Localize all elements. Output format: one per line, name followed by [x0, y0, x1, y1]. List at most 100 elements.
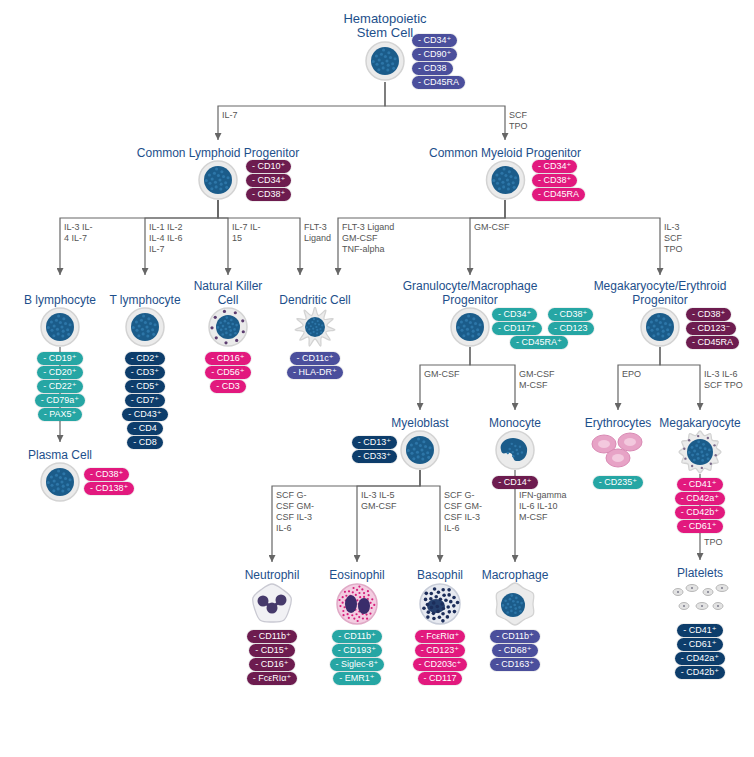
cytokine-label: GM-CSF M-CSF [519, 369, 555, 390]
illustration-shape [472, 330, 475, 333]
cytokine-label: IL-7 IL-15 [232, 222, 261, 243]
cell-name: Common Myeloid Progenitor [429, 146, 581, 160]
illustration-shape [394, 57, 397, 60]
illustration-shape [353, 617, 355, 619]
illustration-shape [701, 467, 703, 469]
lineage-arrow [60, 200, 218, 275]
illustration-shape [697, 457, 700, 460]
illustration-shape [137, 334, 140, 337]
illustration-shape [357, 620, 359, 622]
illustration-shape [653, 324, 656, 327]
illustration-shape [50, 484, 53, 487]
cell-illustration [322, 582, 392, 626]
illustration-shape [221, 333, 224, 336]
illustration-shape [691, 465, 693, 467]
illustration-shape [716, 585, 728, 592]
illustration-shape [295, 307, 335, 346]
lineage-arrow [385, 82, 505, 140]
illustration-shape [430, 606, 434, 610]
illustration-shape [432, 601, 436, 605]
illustration-shape [209, 308, 247, 346]
illustration-shape [451, 308, 489, 346]
marker-text: - CD11b⁺ [253, 631, 291, 641]
illustration-shape [401, 431, 439, 469]
illustration-shape [342, 610, 344, 612]
illustration-shape [697, 440, 700, 443]
cell-node: T lymphocyte [105, 275, 185, 347]
marker-text: - PAX5⁺ [44, 409, 77, 419]
lineage-arrow [470, 200, 505, 275]
illustration-shape [210, 326, 213, 329]
illustration-shape [258, 596, 269, 607]
marker-text: - CD41⁺ [683, 625, 716, 635]
illustration-shape [363, 596, 365, 598]
marker-pill: - CD138⁺ [84, 482, 134, 495]
illustration-shape [486, 161, 524, 199]
marker-pill: - CD68⁺ [492, 644, 537, 657]
illustration-shape [306, 326, 308, 328]
marker-text: - CD123 [554, 323, 588, 333]
illustration-shape [241, 319, 244, 322]
illustration-shape [234, 332, 237, 335]
illustration-shape [361, 588, 363, 590]
marker-text: - CD14⁺ [498, 477, 531, 487]
cytokine-label: FLT-3 Ligand GM-CSF TNF-alpha [342, 222, 394, 254]
marker-text: - CD61⁺ [683, 521, 716, 531]
illustration-shape [520, 602, 523, 605]
illustration-shape [406, 436, 434, 464]
illustration-shape [308, 328, 310, 330]
illustration-shape [230, 319, 233, 322]
cell-illustration [408, 582, 472, 626]
marker-pill: - EMR1⁺ [333, 672, 380, 685]
illustration-shape [366, 42, 404, 80]
illustration-shape [366, 618, 368, 620]
cell-name: Neutrophil [245, 568, 300, 582]
marker-text: - CD68⁺ [498, 645, 531, 655]
marker-pill: - CD34⁺ [532, 160, 577, 173]
marker-text: - CD15⁺ [255, 645, 288, 655]
illustration-shape [377, 68, 380, 71]
illustration-shape [151, 328, 154, 331]
marker-pill: - CD45RA⁺ [510, 336, 568, 349]
illustration-shape [510, 606, 513, 609]
illustration-shape [441, 619, 445, 623]
cytokine-label: TPO [704, 537, 723, 547]
lineage-arrow [218, 82, 385, 140]
illustration-shape [432, 612, 436, 616]
marker-text: - Siglec-8⁺ [336, 659, 379, 669]
illustration-shape [135, 320, 138, 323]
illustration-shape [447, 588, 451, 592]
cytokine-label-box: IL-1 IL-2 IL-4 IL-6 IL-7 [149, 222, 191, 255]
illustration-shape [209, 308, 247, 346]
marker-text: - CD34⁺ [498, 309, 531, 319]
marker-pill: - CD19⁺ [37, 352, 82, 365]
marker-text: - CD34⁺ [252, 175, 285, 185]
cytokine-label: EPO [622, 369, 641, 379]
illustration-shape [495, 182, 498, 185]
marker-text: - CD33⁺ [358, 451, 391, 461]
cell-name: T lymphocyte [109, 293, 180, 307]
illustration-shape [456, 313, 484, 341]
illustration-shape [514, 607, 517, 610]
cytokine-label-box: IL-3 IL-4 IL-7 [64, 222, 94, 244]
illustration-shape [472, 317, 475, 320]
marker-text: - CD34⁺ [418, 35, 451, 45]
illustration-shape [420, 584, 460, 624]
cell-node: B lymphocyte [20, 275, 100, 347]
illustration-shape [688, 439, 690, 441]
illustration-shape [491, 166, 519, 194]
illustration-shape [438, 615, 442, 619]
illustration-shape [667, 333, 670, 336]
illustration-shape [650, 329, 653, 332]
marker-pill: - CD38⁺ [246, 188, 291, 201]
illustration-shape [714, 454, 716, 456]
illustration-shape [429, 597, 433, 601]
illustration-shape [442, 607, 446, 611]
marker-text: - FcεRIα⁺ [421, 631, 459, 641]
illustration-shape [215, 168, 218, 171]
illustration-shape [345, 595, 347, 597]
illustration-shape [60, 480, 63, 483]
illustration-shape [515, 597, 518, 600]
illustration-shape [204, 166, 232, 194]
illustration-shape [368, 594, 370, 596]
